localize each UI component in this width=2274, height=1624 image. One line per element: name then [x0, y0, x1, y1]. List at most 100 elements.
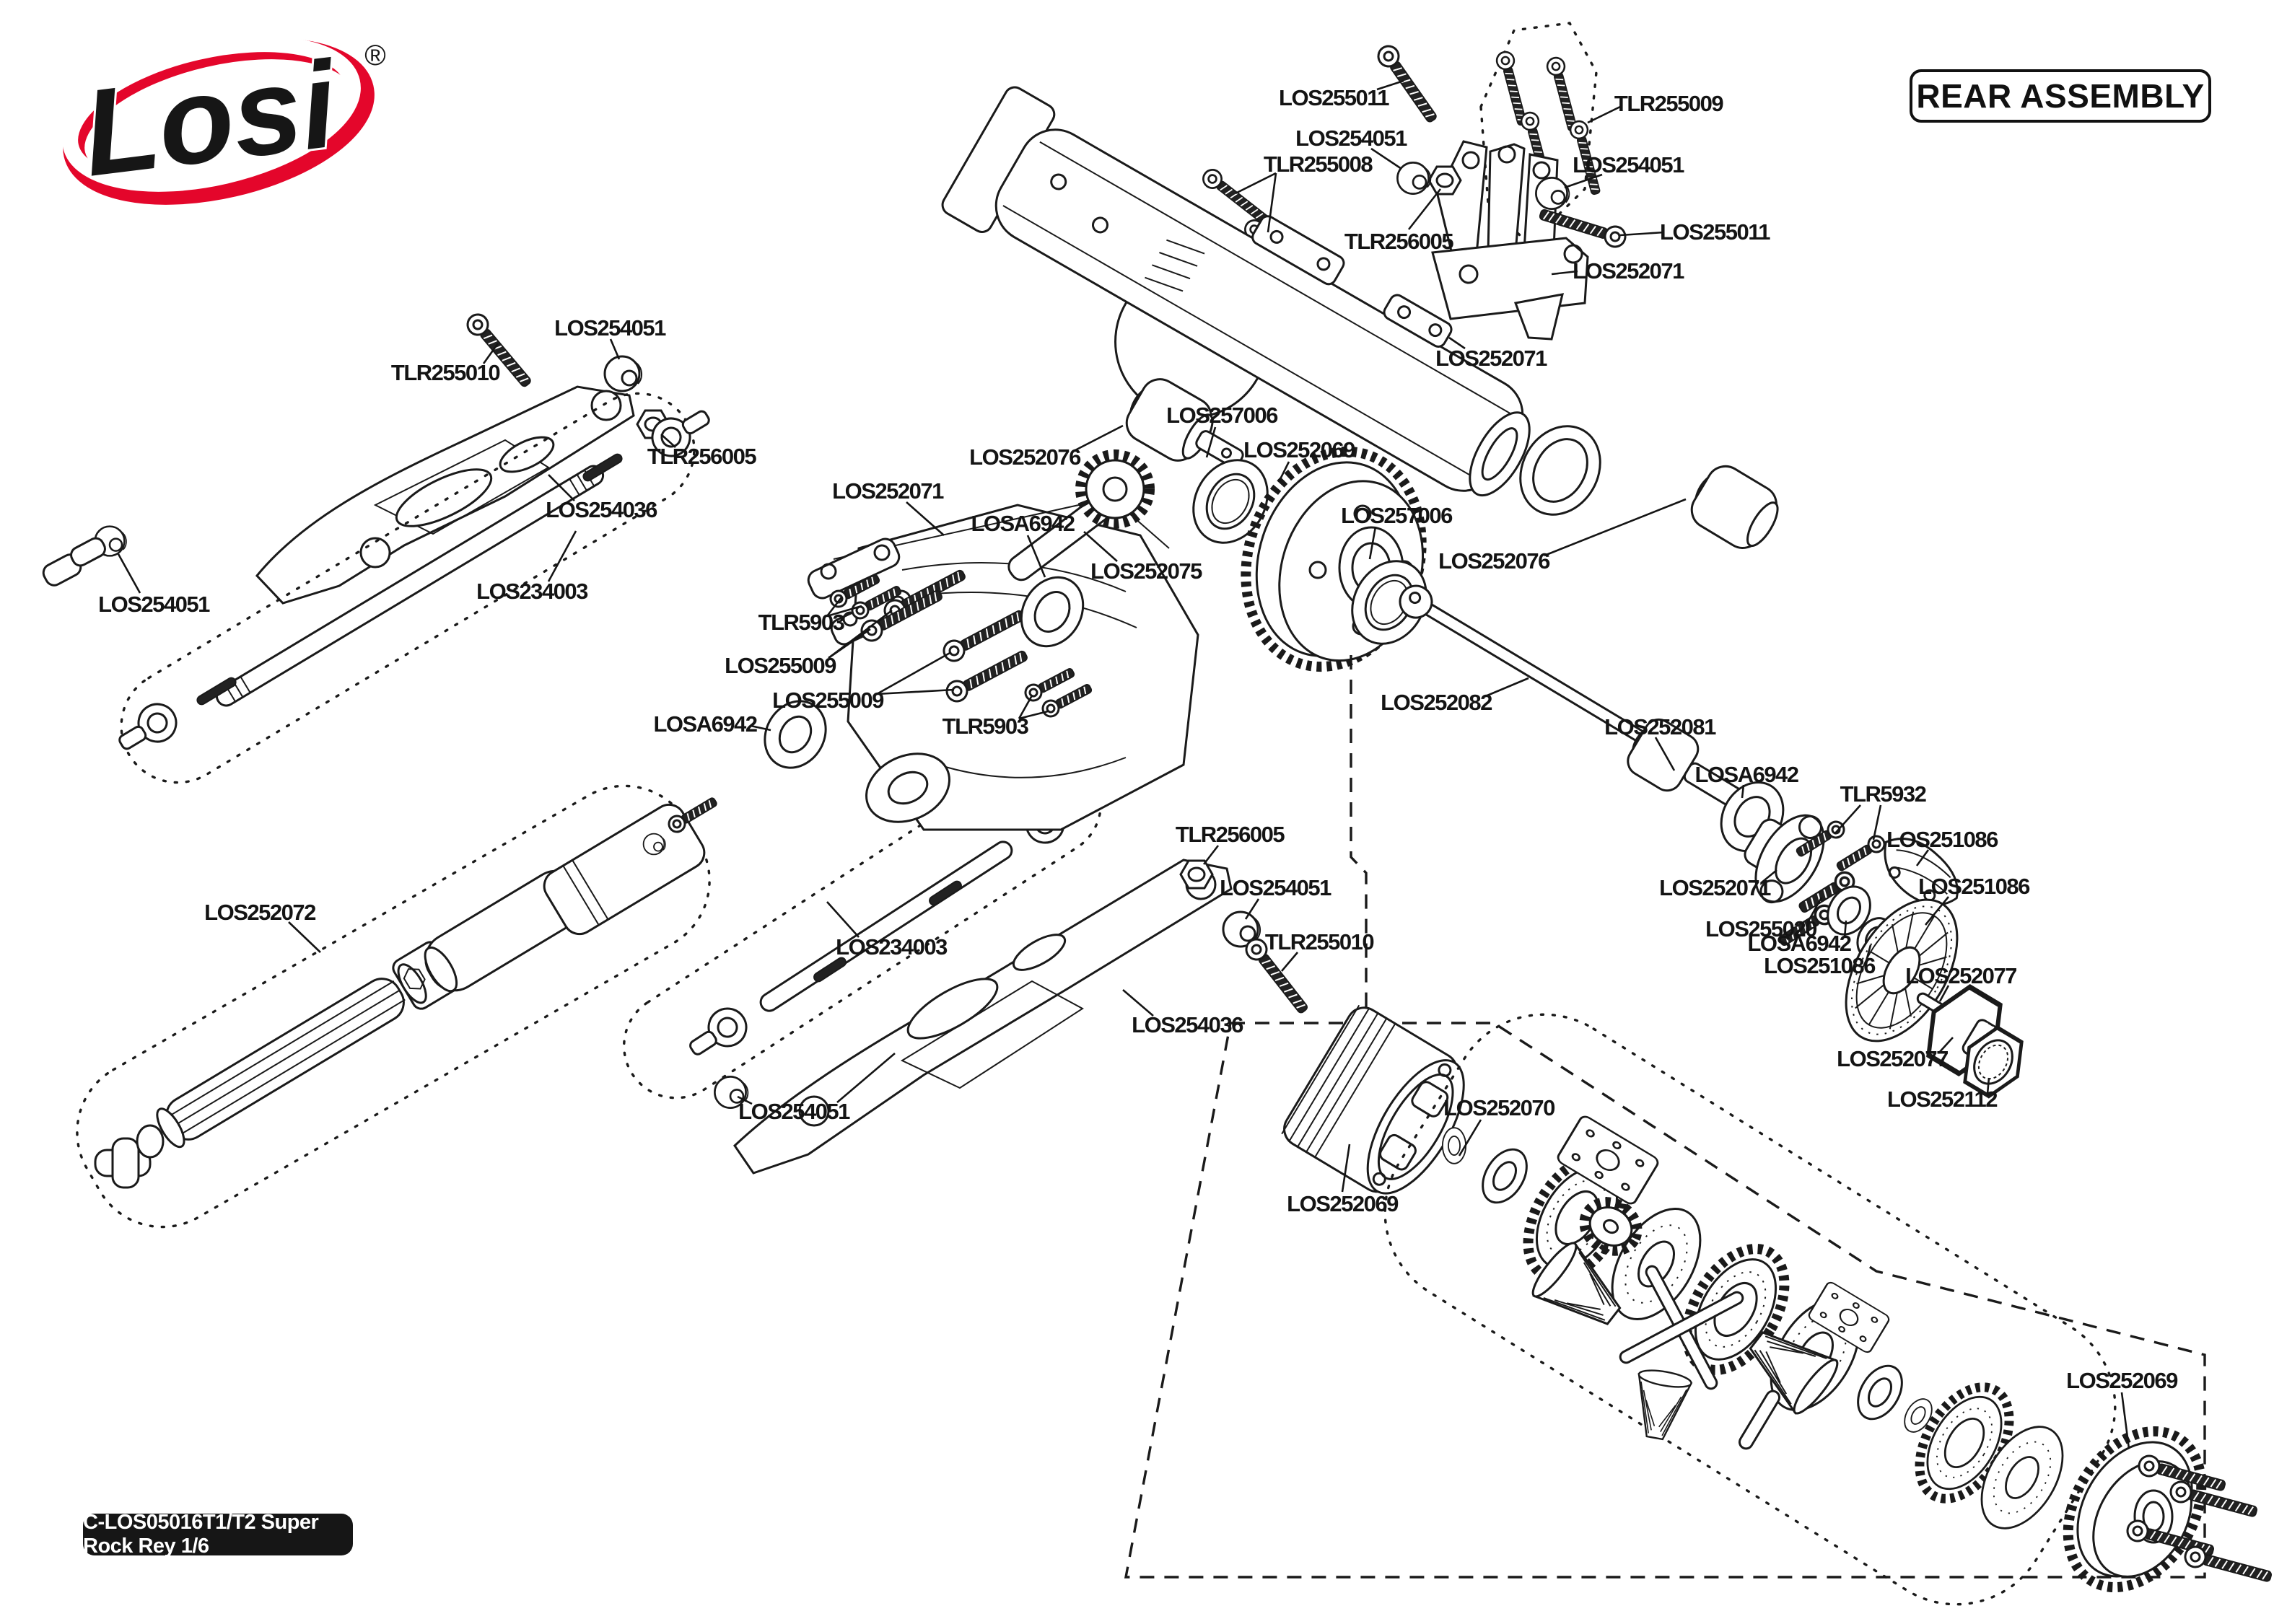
leader-line-losa6942-d [1843, 920, 1847, 939]
registered-mark: ® [364, 40, 385, 71]
leader-line-los252076-a [1072, 424, 1124, 453]
leader-line-los252069-b [1341, 1144, 1351, 1193]
leader-line-los252072 [288, 921, 321, 953]
leader-line-los251086-a [1915, 849, 1930, 866]
part-label-los255020: LOS255020 [1705, 916, 1817, 942]
leader-line-tlr256005-c [1202, 845, 1220, 865]
part-label-losa6942-a: LOSA6942 [971, 511, 1075, 536]
leader-line-los252076-b [1544, 498, 1687, 557]
leader-line-tlr255008 [1235, 172, 1277, 195]
part-label-tlr5903-b: TLR5903 [942, 714, 1029, 739]
part-label-los252072: LOS252072 [204, 900, 316, 925]
leader-line-los254051-f [1244, 898, 1260, 920]
page-title: REAR ASSEMBLY [1916, 77, 2205, 115]
part-label-los252077-b: LOS252077 [1837, 1046, 1949, 1071]
leader-line-los255011-b [1619, 231, 1665, 237]
part-label-los234003-b: LOS234003 [836, 934, 948, 960]
leader-line-los252071-b [1448, 336, 1466, 350]
part-label-los252069-c: LOS252069 [2066, 1368, 2178, 1393]
part-label-losa6942-c: LOSA6942 [1694, 762, 1799, 787]
leader-line-tlr255009 [1587, 105, 1621, 124]
leader-line-tlr255010-b [1281, 952, 1298, 972]
part-label-los254051-d: LOS254051 [98, 592, 210, 617]
part-label-tlr5903-a: TLR5903 [758, 610, 845, 635]
leader-line-los254051-e [737, 1095, 753, 1105]
part-label-los252081: LOS252081 [1604, 714, 1716, 739]
part-label-losa6942-b: LOSA6942 [653, 711, 758, 737]
part-label-los257006-b: LOS257006 [1341, 503, 1453, 528]
leader-line-losa6942-b [750, 724, 771, 732]
part-label-los257006-a: LOS257006 [1166, 403, 1278, 428]
leader-line-los254036-b [1122, 989, 1154, 1017]
leader-line-los252075 [1083, 531, 1118, 562]
leader-line-los252070 [1458, 1119, 1482, 1156]
leader-line-los252077-a [1938, 985, 1950, 1002]
part-label-los234003-a: LOS234003 [476, 579, 588, 604]
leader-line-los251086-c [1865, 944, 1872, 962]
leader-line-los252081 [1654, 737, 1676, 771]
leader-line-los252112 [1986, 1077, 1990, 1094]
leader-line-los252071-a [1551, 270, 1578, 276]
leader-line-tlr5903-b [1018, 695, 1033, 719]
footer-label: C-LOS05016T1/T2 Super Rock Rey 1/6 [83, 1511, 319, 1558]
leader-line-los252082 [1483, 677, 1529, 698]
leader-line-los255009-b [876, 651, 952, 695]
part-label-tlr256005-a: TLR256005 [1344, 229, 1454, 254]
leader-line-tlr255008 [1267, 172, 1277, 233]
part-label-los251086-b: LOS251086 [1918, 874, 2030, 899]
part-label-tlr256005-b: TLR256005 [647, 444, 757, 469]
title-box: REAR ASSEMBLY [1910, 69, 2211, 123]
part-label-los255011-b: LOS255011 [1660, 219, 1770, 245]
leader-line-los255009-a [828, 628, 871, 659]
leader-line-tlr5903-a [826, 605, 862, 618]
lower-link-drawing [622, 750, 1103, 1109]
part-label-los255009-b: LOS255009 [772, 688, 884, 713]
shock-assembly-drawing [76, 784, 721, 1229]
leader-line-los251086-b [1924, 896, 1950, 926]
part-label-los251086-c: LOS251086 [1764, 953, 1876, 978]
part-label-los252076-b: LOS252076 [1438, 548, 1550, 574]
leader-line-los254036-a [548, 474, 575, 501]
part-label-losa6942-d: LOSA6942 [1747, 931, 1852, 956]
leader-line-los252077-b [1938, 1037, 1954, 1054]
part-label-tlr255010-b: TLR255010 [1264, 929, 1375, 954]
part-label-tlr5932: TLR5932 [1840, 781, 1927, 807]
diff-internals-drawing [1281, 1004, 2274, 1606]
leader-line-los254051-b [1564, 173, 1603, 189]
part-label-los252071-c: LOS252071 [832, 478, 944, 504]
leader-line-tlr5903-a [826, 597, 843, 617]
leader-line-los254051-c [609, 338, 621, 360]
leader-line-tlr256005-b [660, 434, 676, 448]
leader-line-los252069-a [1277, 461, 1290, 483]
part-label-los252071-b: LOS252071 [1435, 346, 1547, 371]
part-label-los252077-a: LOS252077 [1905, 963, 2017, 988]
part-label-los252069-a: LOS252069 [1243, 437, 1355, 462]
differential-cluster-drawing [764, 370, 1443, 831]
leader-line-los252071-c [906, 501, 945, 536]
leader-line-los255009-b [876, 688, 955, 695]
lower-suspension-arm-drawing [733, 859, 1314, 1175]
leader-line-tlr255010-a [482, 343, 499, 364]
losi-logo: Losi ® [62, 33, 386, 205]
part-label-los254036-b: LOS254036 [1132, 1012, 1243, 1037]
losi-logo-text: Losi [76, 35, 346, 203]
diff-internals-boundary [1124, 655, 2206, 1579]
footer-box: C-LOS05016T1/T2 Super Rock Rey 1/6 [83, 1511, 353, 1558]
part-label-los252071-a: LOS252071 [1573, 258, 1684, 284]
part-label-los254051-a: LOS254051 [1295, 126, 1407, 151]
leader-line-los252071-d [1760, 869, 1777, 885]
part-label-tlr255009: TLR255009 [1614, 91, 1724, 116]
leader-line-tlr5903-b [1018, 710, 1049, 720]
leader-line-los234003-a [547, 530, 577, 582]
leader-line-tlr256005-a [1407, 188, 1442, 230]
part-label-tlr255008: TLR255008 [1263, 152, 1373, 177]
part-label-los255009-a: LOS255009 [725, 653, 836, 678]
losi-logo-swoosh [62, 36, 375, 205]
part-label-los252070: LOS252070 [1443, 1095, 1555, 1120]
upper-suspension-arm-drawing [42, 309, 670, 605]
part-label-los252069-b: LOS252069 [1287, 1191, 1399, 1216]
part-label-tlr255010-a: TLR255010 [390, 360, 501, 385]
